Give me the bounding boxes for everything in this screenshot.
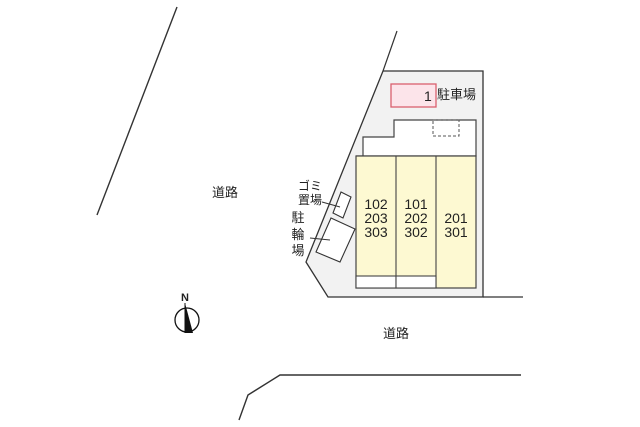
bicycle-leader xyxy=(309,237,331,241)
unit-2-room-2: 202 xyxy=(404,210,428,226)
lot-boundary-north-extension xyxy=(382,30,398,72)
unit-2-room-3: 302 xyxy=(404,224,428,240)
road-label-south: 道路 xyxy=(383,327,410,342)
building-upper-area xyxy=(356,119,477,157)
road-label-west: 道路 xyxy=(212,186,239,201)
bicycle-label-char-2: 輪 xyxy=(291,228,305,243)
garbage-leader xyxy=(321,201,341,208)
garbage-label-line1: ゴミ xyxy=(298,179,323,193)
parking-space-1 xyxy=(390,83,437,108)
garbage-label-line2: 置場 xyxy=(298,193,323,207)
unit-2-room-1: 101 xyxy=(404,196,428,212)
unit-2-entrance xyxy=(395,275,437,289)
unit-3-room-1: 201 xyxy=(444,210,468,226)
unit-1-room-2: 203 xyxy=(364,210,388,226)
bicycle-parking-area xyxy=(315,217,356,263)
unit-1-entrance xyxy=(355,275,397,289)
north-compass-icon xyxy=(174,303,200,333)
unit-1-room-3: 303 xyxy=(364,224,388,240)
bicycle-label-char-1: 駐 xyxy=(291,211,305,226)
parking-number: 1 xyxy=(424,88,432,104)
unit-3-room-2: 301 xyxy=(444,224,468,240)
unit-1-room-1: 102 xyxy=(364,196,388,212)
road-edge-south-bottom xyxy=(238,374,521,421)
parking-space-dotted xyxy=(432,119,460,137)
parking-label: 駐車場 xyxy=(437,88,477,103)
bicycle-label-char-3: 場 xyxy=(291,244,305,259)
compass-north-letter: N xyxy=(181,292,189,304)
road-edge-west xyxy=(96,6,178,216)
building xyxy=(355,155,477,289)
